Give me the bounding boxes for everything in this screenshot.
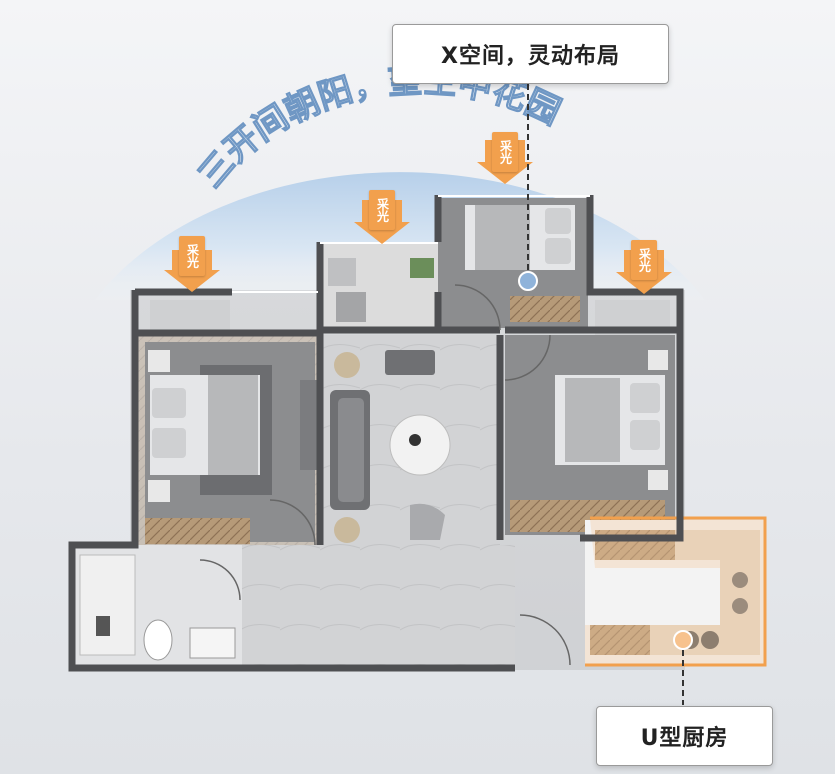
top-bedroom — [438, 198, 588, 328]
sunlight-tag-laundry: 采光 — [369, 190, 395, 230]
u-kitchen — [585, 516, 767, 667]
x-space-marker — [518, 271, 538, 291]
top-laundry — [318, 242, 438, 328]
callout-u-kitchen: U型厨房 — [596, 706, 773, 766]
kitchen-marker — [673, 630, 693, 650]
callout-leaders — [527, 84, 684, 705]
door-swings — [199, 284, 571, 666]
callout-x-space: X空间，灵动布局 — [392, 24, 669, 84]
bathroom — [72, 545, 242, 665]
sunlight-tag-right: 采光 — [631, 240, 657, 280]
window-lines — [232, 195, 590, 293]
sunlight-tag-top: 采光 — [492, 132, 518, 172]
walls — [68, 195, 684, 672]
right-bedroom — [505, 300, 675, 535]
dining-area — [240, 545, 515, 665]
sunlight-tag-left: 采光 — [179, 236, 205, 276]
left-bedroom — [135, 300, 320, 545]
